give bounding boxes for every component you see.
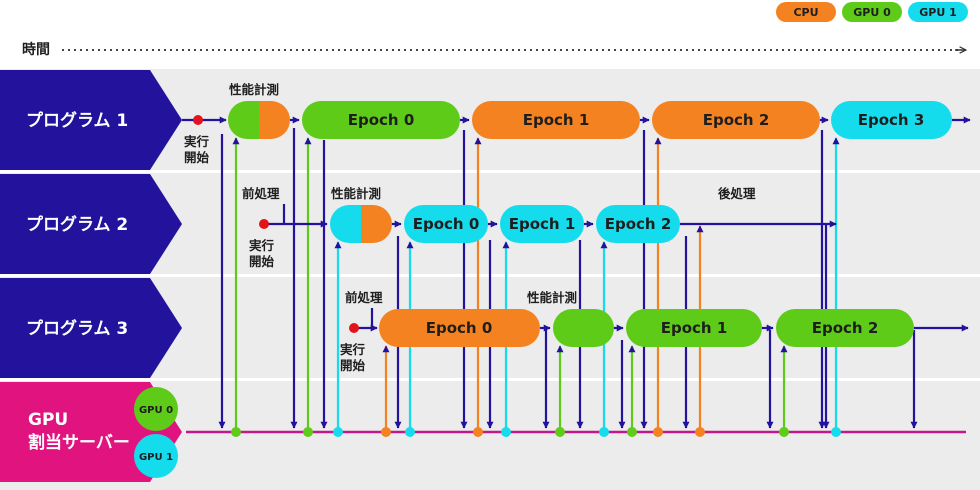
p2-start-label-2: 開始	[249, 254, 275, 269]
lane-header-program-2	[0, 174, 182, 274]
gpu0-badge-label: GPU 0	[139, 405, 173, 416]
p1-epoch2-pill	[652, 101, 820, 139]
junction-dot	[695, 427, 705, 437]
p3-epoch1-pill	[626, 309, 762, 347]
p2-epoch0-label: Epoch 0	[413, 215, 480, 233]
junction-dot	[303, 427, 313, 437]
junction-dot	[653, 427, 663, 437]
legend: CPU GPU 0 GPU 1	[776, 2, 968, 22]
p2-epoch0-pill	[404, 205, 488, 243]
junction-dot	[405, 427, 415, 437]
junction-dot	[555, 427, 565, 437]
p1-epoch3-label: Epoch 3	[858, 111, 925, 129]
lane-label-program-3: プログラム 3	[26, 318, 128, 339]
p3-profiling-label: 性能計測	[526, 290, 577, 305]
p2-epoch2-label: Epoch 2	[605, 215, 672, 233]
time-label: 時間	[22, 41, 50, 58]
annotations: 性能計測 実行 開始 前処理 性能計測 後処理 実行 開始 前処理 性能計測 実…	[184, 82, 756, 373]
p2-profiling-label: 性能計測	[330, 186, 381, 201]
p1-epoch1-label: Epoch 1	[523, 111, 590, 129]
program-1-tasks: Epoch 0 Epoch 1 Epoch 2 Epoch 3	[228, 101, 952, 139]
p3-epoch0-label: Epoch 0	[426, 319, 493, 337]
p3-profiling-gpu0-pill	[553, 309, 614, 347]
legend-cpu-swatch	[776, 2, 836, 22]
p3-epoch2-pill	[776, 309, 914, 347]
p2-epoch1-label: Epoch 1	[509, 215, 576, 233]
p1-epoch0-label: Epoch 0	[348, 111, 415, 129]
p2-profiling-cpu-half	[361, 205, 392, 243]
legend-gpu0-label: GPU 0	[853, 6, 891, 19]
junction-dot	[831, 427, 841, 437]
p1-start-dot	[193, 115, 203, 125]
p2-start-label-1: 実行	[249, 238, 275, 253]
junction-dot	[627, 427, 637, 437]
gpu0-badge	[134, 387, 178, 431]
gpu1-badge-label: GPU 1	[139, 452, 173, 463]
p2-postprocess-label: 後処理	[718, 186, 756, 201]
p1-start-label-2: 開始	[184, 150, 210, 165]
p3-epoch2-label: Epoch 2	[812, 319, 879, 337]
junction-dot	[333, 427, 343, 437]
p2-start-dot	[259, 219, 269, 229]
p2-epoch1-pill	[500, 205, 584, 243]
junction-dot	[779, 427, 789, 437]
gpu1-badge	[134, 434, 178, 478]
p1-epoch3-pill	[831, 101, 952, 139]
legend-cpu-label: CPU	[793, 6, 818, 19]
legend-gpu1-label: GPU 1	[919, 6, 957, 19]
lane-label-gpu-line2: 割当サーバー	[28, 432, 130, 453]
lane-header-program-3	[0, 278, 182, 378]
p1-profiling-gpu0-half	[228, 101, 259, 139]
lane-headers: プログラム 1 プログラム 2 プログラム 3 GPU 割当サーバー GPU 0…	[0, 70, 182, 482]
p1-epoch0-pill	[302, 101, 460, 139]
p1-epoch2-label: Epoch 2	[703, 111, 770, 129]
lane-label-program-1: プログラム 1	[26, 110, 128, 131]
server-junctions	[231, 427, 841, 437]
junction-dot	[599, 427, 609, 437]
p3-start-label-1: 実行	[340, 342, 366, 357]
lane-header-program-1	[0, 70, 182, 170]
junction-dot	[501, 427, 511, 437]
p2-preprocess-label: 前処理	[242, 186, 280, 201]
legend-gpu0-swatch	[842, 2, 902, 22]
p3-epoch1-label: Epoch 1	[661, 319, 728, 337]
p3-start-dot	[349, 323, 359, 333]
lane-label-gpu-line1: GPU	[28, 410, 68, 430]
junction-dot	[231, 427, 241, 437]
program-2-tasks: Epoch 0 Epoch 1 Epoch 2	[330, 205, 680, 243]
program-3-tasks: Epoch 0 Epoch 1 Epoch 2	[379, 309, 914, 347]
lane-label-program-2: プログラム 2	[26, 214, 128, 235]
p1-profiling-label: 性能計測	[228, 82, 279, 97]
p3-start-label-2: 開始	[340, 358, 366, 373]
p2-epoch2-pill	[596, 205, 680, 243]
p1-start-label-1: 実行	[184, 134, 210, 149]
junction-dot	[473, 427, 483, 437]
legend-gpu1-swatch	[908, 2, 968, 22]
p1-profiling-cpu-half	[259, 101, 290, 139]
p3-preprocess-label: 前処理	[345, 290, 383, 305]
junction-dot	[381, 427, 391, 437]
p1-epoch1-pill	[472, 101, 640, 139]
time-axis: 時間	[22, 41, 966, 58]
p3-epoch0-pill	[379, 309, 540, 347]
p2-profiling-gpu1-half	[330, 205, 361, 243]
